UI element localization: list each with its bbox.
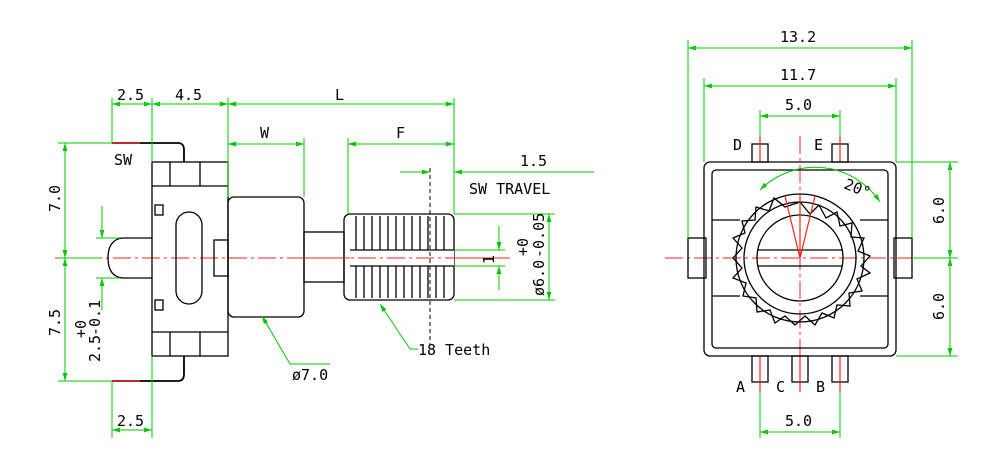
bottom-terminal bbox=[112, 356, 185, 382]
dim-7-5: 7.5 bbox=[46, 309, 64, 336]
dim-4-5: 4.5 bbox=[175, 86, 202, 104]
dim-L: L bbox=[335, 86, 344, 104]
bushing bbox=[227, 196, 305, 318]
front-dimensions bbox=[687, 40, 958, 438]
tol-2-5-minus: -0.1 bbox=[86, 300, 104, 336]
dim-2-5-bottom: 2.5 bbox=[117, 412, 144, 430]
gear-teeth bbox=[731, 196, 872, 327]
housing-slot bbox=[175, 211, 203, 305]
front-view: 13.2 11.7 5.0 D E 20° 6.0 6.0 A C B 5.0 bbox=[665, 28, 958, 438]
sw-label: SW bbox=[114, 151, 133, 169]
dim-2-5-top: 2.5 bbox=[117, 86, 144, 104]
side-dimensions bbox=[58, 98, 594, 438]
pin-B-label: B bbox=[816, 378, 825, 396]
dim-6-0-dia: ø6.0 bbox=[530, 260, 548, 296]
dim-7-0: 7.0 bbox=[46, 185, 64, 212]
dim-6-0-lower: 6.0 bbox=[930, 293, 948, 320]
dim-5-0-top: 5.0 bbox=[785, 96, 812, 114]
dim-13-2: 13.2 bbox=[780, 28, 816, 46]
pin-D-label: D bbox=[733, 136, 742, 154]
dim-1: 1 bbox=[480, 255, 498, 264]
tol-6-minus: -0.05 bbox=[530, 213, 548, 258]
dim-W: W bbox=[260, 124, 270, 142]
teeth-label: 18 Teeth bbox=[418, 341, 490, 359]
sw-travel-label: SW TRAVEL bbox=[469, 180, 550, 198]
dim-5-0-bottom: 5.0 bbox=[785, 412, 812, 430]
pin-C-label: C bbox=[776, 378, 785, 396]
pin-A-label: A bbox=[736, 378, 745, 396]
pin-E-label: E bbox=[814, 136, 823, 154]
dim-11-7: 11.7 bbox=[780, 66, 816, 84]
dim-F: F bbox=[396, 124, 405, 142]
angle-arc bbox=[759, 166, 881, 203]
front-housing bbox=[703, 161, 897, 357]
switch-plunger bbox=[107, 237, 152, 279]
dim-1-5: 1.5 bbox=[520, 152, 547, 170]
tol-2-5-plus: +0 bbox=[72, 320, 90, 338]
housing-body bbox=[151, 161, 229, 357]
dim-6-0-upper: 6.0 bbox=[930, 197, 948, 224]
side-view: 2.5 4.5 L W F 1.5 SW TRAVEL SW 7.0 7.5 2… bbox=[46, 86, 594, 438]
shaft-neck bbox=[303, 231, 345, 283]
dim-7-0-dia: ø7.0 bbox=[292, 366, 328, 384]
top-terminal bbox=[112, 142, 185, 162]
tol-6-plus: +0 bbox=[514, 238, 532, 256]
left-tab bbox=[687, 237, 707, 279]
dim-2-5-tol: 2.5 bbox=[86, 335, 104, 362]
angle-label: 20° bbox=[842, 175, 874, 202]
